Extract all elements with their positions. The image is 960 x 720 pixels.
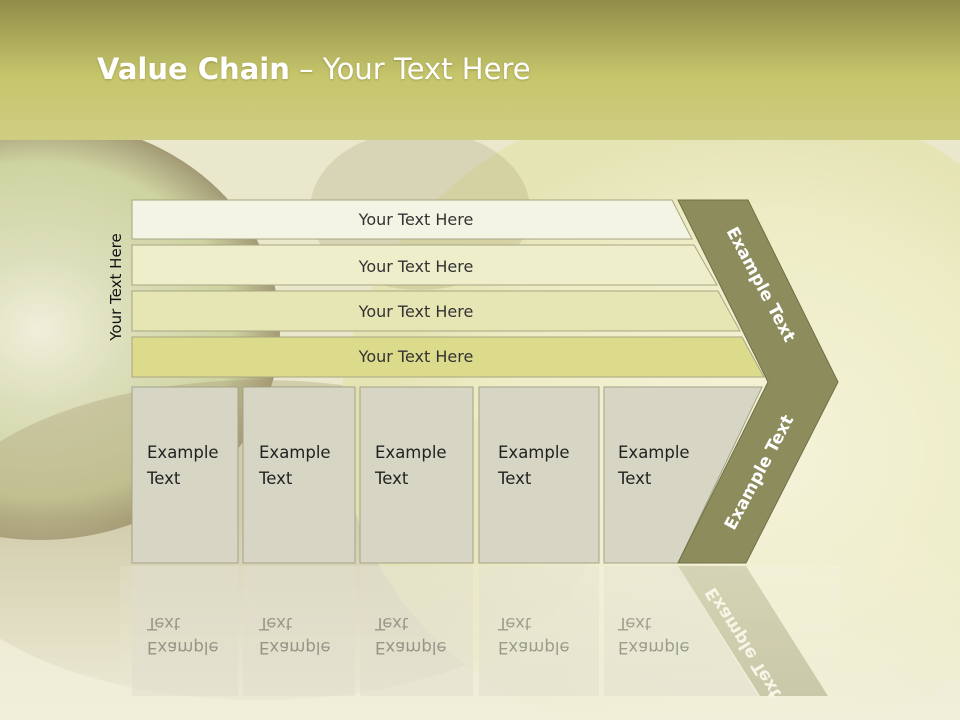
column-box-1[interactable] xyxy=(131,386,239,564)
reflection: Example Text Example Text Example Text E… xyxy=(120,566,840,706)
column-box-4[interactable] xyxy=(478,386,600,564)
row-band-3[interactable] xyxy=(131,290,741,332)
slide-title: Value Chain – Your Text Here xyxy=(97,52,531,86)
row-band-1[interactable] xyxy=(131,199,693,240)
column-box-2[interactable] xyxy=(242,386,356,564)
column-box-3[interactable] xyxy=(359,386,474,564)
row-bands: Your Text Here Your Text Here Your Text … xyxy=(131,199,765,378)
column-label-3-line1: Example xyxy=(375,443,447,462)
row-label-4: Your Text Here xyxy=(358,347,474,366)
column-label-2-line2: Text xyxy=(258,469,293,488)
column-label-1-line1: Example xyxy=(147,443,219,462)
row-label-1: Your Text Here xyxy=(358,210,474,229)
row-label-2: Your Text Here xyxy=(358,257,474,276)
row-band-2[interactable] xyxy=(131,244,718,286)
column-boxes: Example Text Example Text Example Text E… xyxy=(131,386,763,564)
column-label-4-line1: Example xyxy=(498,443,570,462)
title-bold: Value Chain xyxy=(97,52,290,86)
column-label-1-line2: Text xyxy=(146,469,181,488)
title-rest: – Your Text Here xyxy=(289,52,531,86)
column-label-3-line2: Text xyxy=(374,469,409,488)
column-label-2-line1: Example xyxy=(259,443,331,462)
chevron-arrow: Example Text Example Text xyxy=(677,199,839,564)
column-label-4-line2: Text xyxy=(497,469,532,488)
column-label-5-line1: Example xyxy=(618,443,690,462)
row-band-4[interactable] xyxy=(131,336,765,378)
chevron-shape[interactable] xyxy=(677,199,839,564)
row-label-3: Your Text Here xyxy=(358,302,474,321)
column-label-5-line2: Text xyxy=(617,469,652,488)
